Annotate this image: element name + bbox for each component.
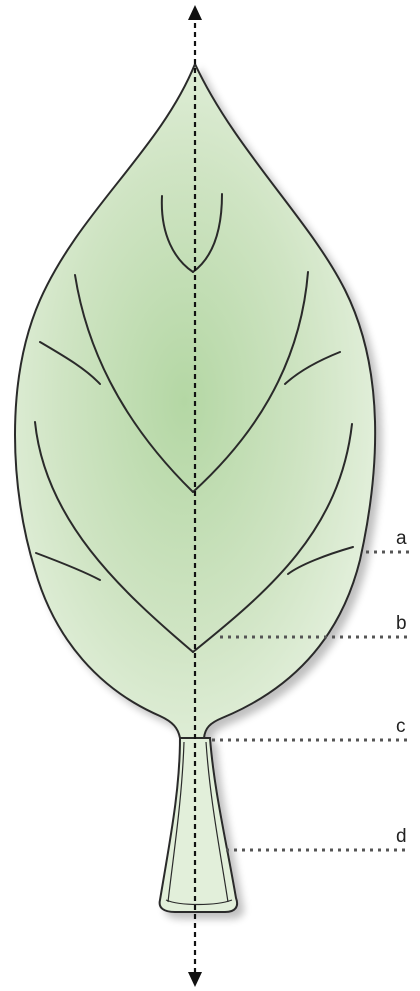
label-a: a <box>396 528 407 549</box>
axis-arrow-down-icon <box>188 972 202 987</box>
label-c: c <box>396 716 406 737</box>
axis-arrow-up-icon <box>188 5 202 20</box>
label-b: b <box>396 613 407 634</box>
label-d: d <box>396 826 407 847</box>
